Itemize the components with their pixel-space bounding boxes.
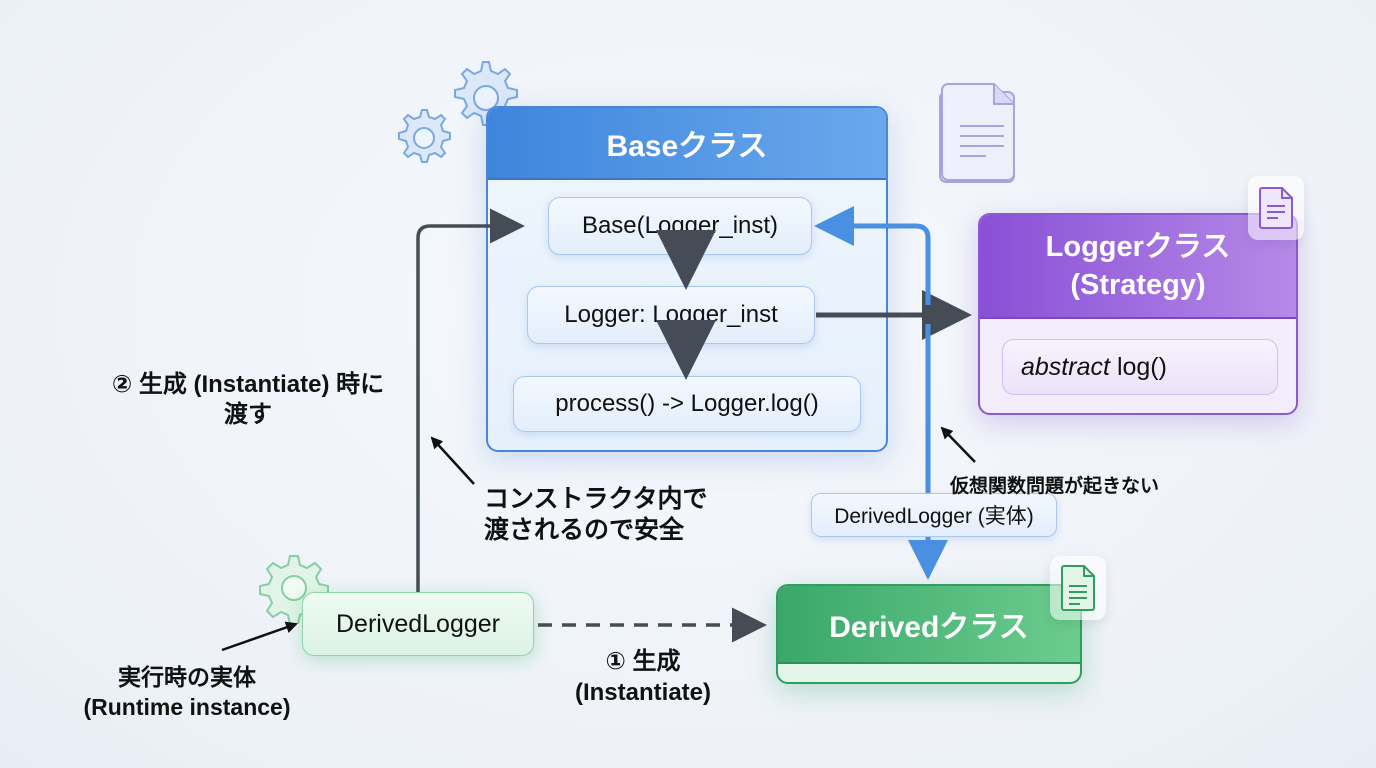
note-step2-line2: 渡す	[224, 401, 272, 428]
note-step1-line2: (Instantiate)	[574, 679, 711, 706]
pointer-runtime	[221, 621, 298, 652]
note-runtime-line2: (Runtime instance)	[83, 694, 291, 720]
note-step1-line1: ① 生成	[605, 648, 681, 675]
logger-document-badge	[1248, 176, 1304, 240]
note-virtual-function: 仮想関数問題が起きない	[950, 476, 1160, 497]
document-stack-icon	[939, 83, 1015, 183]
gears-icon	[398, 61, 518, 163]
note-step2-line1: ② 生成 (Instantiate) 時に	[111, 371, 385, 398]
base-constructor[interactable]: Base(Logger_inst)	[548, 197, 812, 255]
base-logger-field[interactable]: Logger: Logger_inst	[527, 286, 815, 344]
logger-class-subtitle: (Strategy)	[1070, 269, 1206, 301]
derived-class-title: Derivedクラス	[778, 586, 1080, 664]
derived-document-badge	[1050, 556, 1106, 620]
note-safe-line2: 渡されるので安全	[484, 516, 685, 544]
document-icon	[1061, 565, 1095, 611]
method-modifier: abstract	[1021, 352, 1110, 381]
derived-class-box[interactable]: Derivedクラス	[776, 584, 1082, 684]
note-safe: コンストラクタ内で 渡されるので安全	[484, 484, 708, 546]
derived-logger-node[interactable]: DerivedLogger	[302, 592, 534, 656]
note-runtime: 実行時の実体 (Runtime instance)	[62, 662, 312, 722]
pointer-safe	[430, 436, 475, 485]
note-step1: ① 生成 (Instantiate)	[548, 646, 738, 708]
note-runtime-line1: 実行時の実体	[118, 664, 256, 690]
note-step2: ② 生成 (Instantiate) 時に 渡す	[68, 370, 428, 430]
logger-class-title: Loggerクラス	[1045, 231, 1231, 263]
base-class-title: Baseクラス	[488, 108, 886, 180]
document-icon	[1259, 187, 1293, 229]
pointer-virtual	[940, 426, 976, 463]
base-process-method[interactable]: process() -> Logger.log()	[513, 376, 861, 432]
derived-logger-entity-label: DerivedLogger (実体)	[811, 493, 1057, 537]
logger-abstract-log-method[interactable]: abstract log()	[1002, 339, 1278, 395]
note-safe-line1: コンストラクタ内で	[484, 485, 708, 513]
logger-class-box[interactable]: Loggerクラス (Strategy) abstract log()	[978, 213, 1298, 415]
method-name: log()	[1116, 352, 1167, 381]
